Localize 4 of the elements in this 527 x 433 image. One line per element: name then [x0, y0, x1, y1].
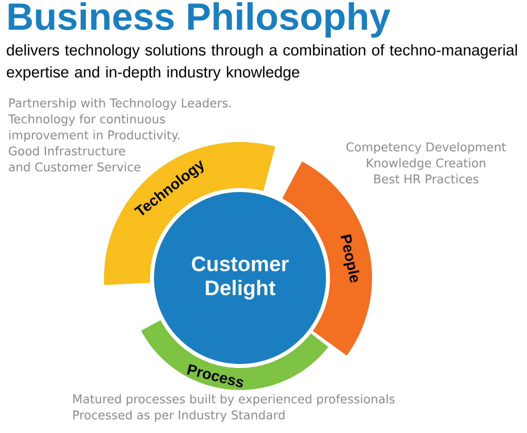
title: Business Philosophy — [8, 2, 390, 38]
subtitle: delivers technology solutions through a combination of techno-managerial expertise and in-depth industry knowledge — [6, 44, 517, 81]
arc-segment: Process — [141, 320, 328, 390]
caption-text: Matured processes built by experienced professionals Processed as per Industry Standard — [73, 394, 395, 422]
